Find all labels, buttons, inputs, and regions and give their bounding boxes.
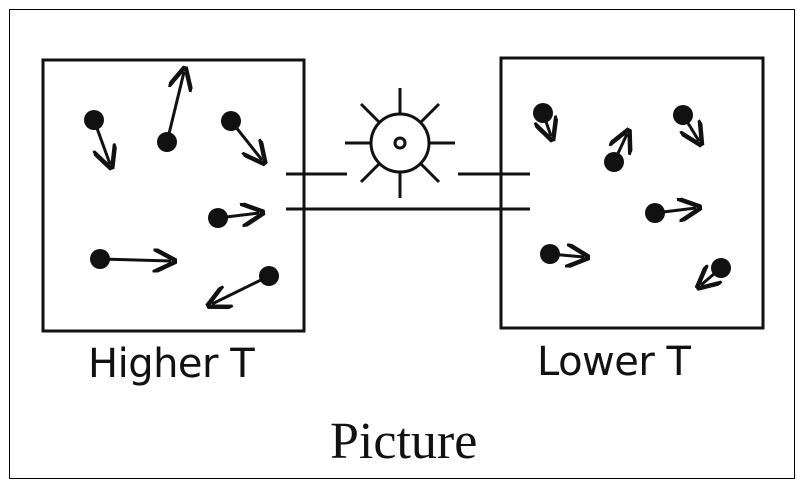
higher-temperature-label: Higher T [88, 341, 255, 387]
higher-temperature-particle [90, 249, 171, 269]
lower-temperature-particle [701, 258, 731, 285]
higher-temperature-particle [208, 208, 259, 228]
lower-temperature-particle [604, 134, 627, 172]
higher-temperature-particle [212, 266, 279, 304]
figure-caption: Picture [330, 413, 478, 470]
higher-temperature-container [41, 58, 306, 333]
sun-like-heat-engine-icon [345, 88, 455, 198]
higher-temperature-particle [84, 110, 110, 164]
lower-temperature-particle [645, 203, 696, 223]
lower-temperature-particle [533, 103, 553, 136]
figure-frame [9, 9, 795, 479]
higher-temperature-particle [157, 72, 184, 152]
lower-temperature-particle [673, 105, 699, 141]
heat-transfer-diagram [41, 56, 765, 333]
lower-temperature-particle [540, 244, 584, 264]
higher-temperature-particle [221, 111, 262, 160]
lower-temperature-label: Lower T [537, 339, 691, 385]
lower-temperature-container [499, 56, 765, 330]
